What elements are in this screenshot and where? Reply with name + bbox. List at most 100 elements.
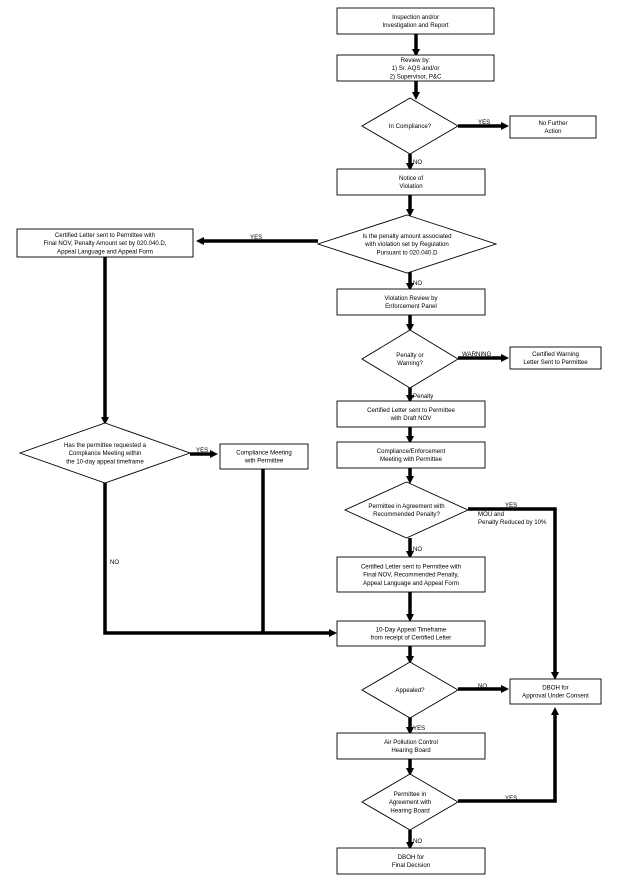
node-hearing-board-text: Air Pollution Control <box>384 739 438 746</box>
decision-diamond <box>316 214 498 274</box>
label-yes-hearing: YES <box>505 795 517 802</box>
node-certified-letter-final-nov-recommended-text: Certified Letter sent to Permittee with <box>361 563 461 570</box>
label-yes-meeting-text: YES <box>196 447 208 454</box>
decision-diamond <box>18 422 192 484</box>
label-no-appealed-text: NO <box>478 683 487 690</box>
node-compliance-meeting-text: with Permittee <box>244 458 284 465</box>
label-no-agreement: NO <box>413 546 422 553</box>
label-warning: WARNING <box>462 351 491 358</box>
process-box <box>336 7 495 35</box>
node-certified-letter-final-nov-amount-text: Appeal Language and Appeal Form <box>57 248 153 255</box>
label-yes-meeting: YES <box>196 447 208 454</box>
node-certified-letter-final-nov-amount-text: Certified Letter sent to Permittee with <box>55 232 155 239</box>
node-no-further-action-text: Action <box>545 128 562 135</box>
process-box <box>336 732 486 760</box>
node-penalty-or-warning-text: Penalty or <box>396 352 423 359</box>
node-requested-compliance-meeting-text: Has the permittee requested a <box>64 442 147 449</box>
label-no-regulation: NO <box>413 280 422 287</box>
node-review-text: 1) Sr. AQS and/or <box>392 65 440 72</box>
connector-agreement-yes <box>468 507 559 680</box>
node-no-further-action-text: No Further <box>538 120 567 127</box>
node-agreement-hearing-board-text: Permittee in <box>394 791 427 798</box>
label-no-meeting: NO <box>110 559 119 566</box>
process-box <box>336 620 486 647</box>
label-no-appealed: NO <box>478 683 487 690</box>
node-review-text: 2) Supervisor, P&C <box>390 73 442 80</box>
node-dboh-final-decision-text: DBOH for <box>398 854 424 861</box>
process-box <box>219 443 309 470</box>
label-no-hearing: NO <box>413 838 422 845</box>
node-certified-letter-draft-nov-text: Certified Letter sent to Permittee <box>367 407 455 414</box>
node-penalty-or-warning-text: Warning? <box>397 360 423 367</box>
process-box <box>336 556 486 593</box>
label-no-compliance: NO <box>413 159 422 166</box>
process-box <box>336 288 486 316</box>
node-agreement-recommended-penalty-text: Permittee in Agreement with <box>368 503 444 510</box>
label-yes-hearing-text: YES <box>505 795 517 802</box>
label-no-regulation-text: NO <box>413 280 422 287</box>
label-penalty: Penalty <box>413 393 434 400</box>
node-compliance-enforcement-meeting-text: Compliance/Enforcement <box>377 448 446 455</box>
node-appealed-text: Appealed? <box>395 687 425 694</box>
node-agreement-recommended-penalty-text: Recommended Penalty? <box>373 511 440 518</box>
node-appeal-timeframe-text: 10-Day Appeal Timeframe <box>376 627 447 634</box>
node-violation-review-text: Enforcement Panel <box>385 303 437 310</box>
node-compliance-enforcement-meeting-text: Meeting with Permittee <box>380 456 443 463</box>
label-no-meeting-text: NO <box>110 559 119 566</box>
node-appealed: Appealed? <box>361 661 459 719</box>
node-certified-warning-letter-text: Letter Sent to Permittee <box>523 359 588 366</box>
connector-meeting-decision-no <box>103 482 337 637</box>
node-dboh-approval-text: Approval Under Consent <box>522 693 589 700</box>
label-yes-agreement-text: YES <box>505 502 517 509</box>
node-inspection-text: Investigation and Report <box>382 22 448 29</box>
node-agreement-hearing-board-text: Hearing Board <box>390 807 429 814</box>
label-penalty-text: Penalty <box>413 393 434 400</box>
process-box <box>16 228 194 258</box>
label-yes-regulation-text: YES <box>250 234 262 241</box>
label-yes-regulation: YES <box>250 234 262 241</box>
node-appeal-timeframe-text: from receipt of Certified Letter <box>371 635 452 642</box>
node-requested-compliance-meeting-text: Compliance Meeting within <box>69 450 142 457</box>
label-yes-agreement: YES <box>505 502 517 509</box>
node-violation-review-text: Violation Review by <box>384 295 438 302</box>
node-in-compliance: In Compliance? <box>361 97 459 155</box>
process-box <box>509 678 602 705</box>
node-review: Review by:1) Sr. AQS and/or2) Supervisor… <box>336 54 495 82</box>
node-agreement-hearing-board-text: Agreement with <box>389 799 431 806</box>
node-inspection-text: Inspection and/or <box>392 14 439 21</box>
process-box <box>336 400 486 428</box>
node-dboh-approval-text: DBOH for <box>542 685 568 692</box>
label-yes-compliance: YES <box>478 119 490 126</box>
label-no-compliance-text: NO <box>413 159 422 166</box>
label-yes-appealed: YES <box>413 725 425 732</box>
decision-diamond <box>343 481 470 539</box>
node-in-compliance-text: In Compliance? <box>389 123 432 130</box>
node-notice-of-violation-text: Notice of <box>399 175 423 182</box>
decision-diamond <box>361 661 459 719</box>
node-certified-letter-final-nov-amount: Certified Letter sent to Permittee withF… <box>16 228 194 258</box>
node-hearing-board-text: Hearing Board <box>391 747 430 754</box>
connector-hearing-yes <box>458 707 559 803</box>
node-penalty-regulation-text: Pursuant to 020.040.D <box>377 249 439 256</box>
node-certified-letter-final-nov-recommended: Certified Letter sent to Permittee withF… <box>336 556 486 593</box>
node-notice-of-violation-text: Violation <box>399 183 422 190</box>
node-requested-compliance-meeting-text: the 10-day appeal timeframe <box>66 458 144 465</box>
label-yes-appealed-text: YES <box>413 725 425 732</box>
process-box <box>336 54 495 82</box>
process-box <box>336 168 486 196</box>
decision-diamond <box>361 329 459 389</box>
